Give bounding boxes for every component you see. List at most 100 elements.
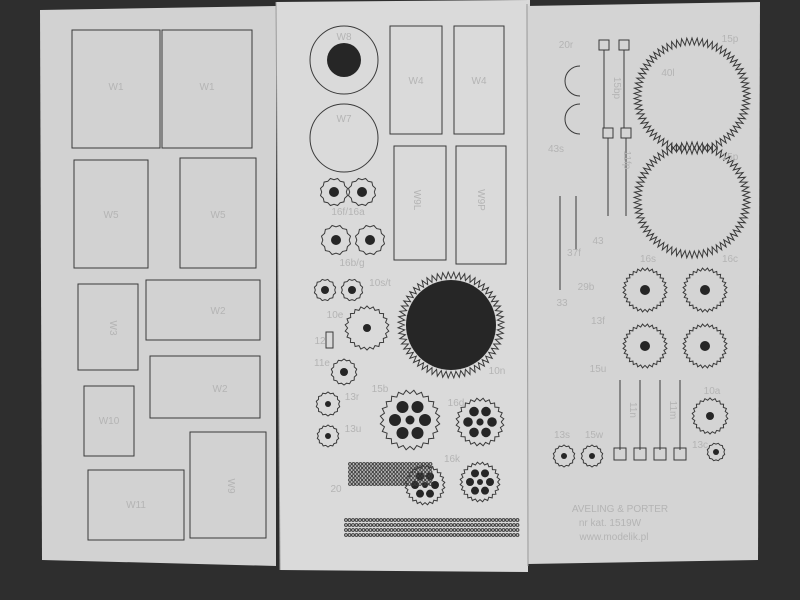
rivet — [351, 478, 356, 482]
crank-part — [673, 447, 687, 461]
rivet — [414, 462, 419, 466]
part-label: W3 — [107, 321, 118, 336]
rivet — [487, 533, 492, 537]
rivet — [480, 533, 485, 537]
gear-13r — [315, 391, 341, 417]
part-label: W4 — [409, 76, 424, 87]
rivet — [424, 533, 429, 537]
rivet — [512, 528, 516, 532]
part-label: 43s — [548, 144, 564, 155]
disc-w7 — [309, 103, 379, 173]
rivet — [386, 470, 391, 474]
rivet — [501, 528, 506, 532]
rivet — [344, 533, 348, 537]
rivet — [369, 474, 373, 478]
rivet — [421, 470, 426, 474]
rivet — [393, 470, 398, 474]
rivet — [361, 528, 366, 532]
sheet-right — [526, 2, 760, 564]
part-label: W7 — [337, 114, 352, 125]
rivet — [438, 518, 443, 522]
gear-15w — [580, 444, 604, 468]
rivet — [407, 518, 411, 522]
rivet — [347, 528, 352, 532]
rivet — [424, 518, 429, 522]
part-label: W1 — [109, 82, 124, 93]
rivet — [386, 482, 391, 486]
gear-16k — [404, 464, 446, 506]
rivet — [372, 533, 376, 537]
gear-13u — [316, 424, 340, 448]
wall-panel-w10 — [83, 385, 135, 457]
rivet — [417, 518, 422, 522]
sheet-left — [40, 6, 276, 566]
rivet — [404, 462, 408, 466]
rivet — [368, 523, 373, 527]
part-label: 33 — [556, 298, 568, 309]
rivet — [407, 478, 412, 482]
rivet — [393, 474, 398, 478]
rivet — [452, 528, 457, 532]
rivet — [358, 462, 363, 466]
rivet — [362, 482, 366, 486]
rivet — [494, 523, 499, 527]
rivet — [421, 466, 426, 470]
rivet — [382, 533, 387, 537]
side-panel-w9p — [455, 145, 507, 265]
rivet — [449, 518, 453, 522]
rivet — [382, 528, 387, 532]
rivet — [431, 528, 436, 532]
rivet — [379, 523, 383, 527]
rivet — [365, 518, 369, 522]
disc-w8-hole — [327, 43, 361, 77]
rivet — [456, 533, 460, 537]
rivet — [466, 523, 471, 527]
rivet — [358, 478, 363, 482]
rivet — [400, 523, 404, 527]
rivet — [515, 518, 520, 522]
rivet — [459, 528, 464, 532]
gear-10a — [691, 397, 729, 435]
rivet — [463, 533, 467, 537]
rivet — [477, 523, 481, 527]
rivet — [466, 533, 471, 537]
rivet — [355, 474, 359, 478]
rivet — [400, 478, 405, 482]
part-label: 15bp — [611, 77, 622, 100]
rivet — [470, 523, 474, 527]
rivet — [347, 533, 352, 537]
rivet — [369, 470, 373, 474]
wall-panel-w9 — [189, 431, 267, 539]
rivet — [393, 478, 398, 482]
rivet — [442, 533, 446, 537]
rivet — [386, 533, 390, 537]
rivet — [470, 518, 474, 522]
rivet — [372, 523, 376, 527]
rivet — [354, 533, 359, 537]
rivet — [473, 523, 478, 527]
rivet — [421, 462, 426, 466]
rivet — [445, 523, 450, 527]
sheet-middle — [276, 0, 530, 572]
rivet — [452, 533, 457, 537]
gear-15b — [379, 389, 441, 451]
part-label: 16s — [640, 254, 656, 265]
rivet — [379, 466, 384, 470]
rivet — [463, 528, 467, 532]
rivet — [480, 528, 485, 532]
rivet — [393, 482, 398, 486]
rivet — [473, 528, 478, 532]
gear-10e — [344, 305, 390, 351]
rivet — [369, 482, 373, 486]
wall-panel-w4 — [389, 25, 443, 135]
rivet — [358, 470, 363, 474]
rivet — [418, 482, 422, 486]
gear-16s — [622, 323, 668, 369]
rivet — [428, 482, 433, 486]
part-20r — [564, 103, 581, 135]
rivet — [347, 518, 352, 522]
rivet — [421, 474, 426, 478]
rivet — [344, 528, 348, 532]
rivet — [383, 470, 387, 474]
rivet — [375, 523, 380, 527]
